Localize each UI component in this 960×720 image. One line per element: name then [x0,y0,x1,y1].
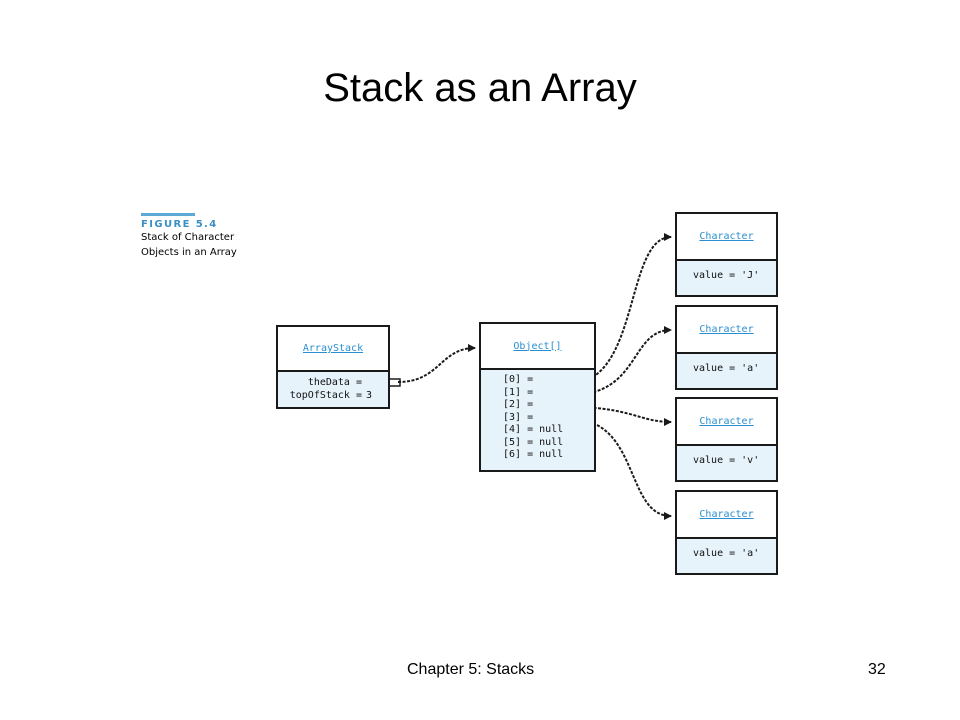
character-box-3: Character value = 'a' [675,490,778,575]
arrow-slot3-to-char3 [570,418,672,520]
page-number: 32 [868,661,886,678]
arraystack-class-name: ArrayStack [302,343,364,354]
array-row: [1] = [503,386,534,398]
array-row: [2] = [503,399,534,410]
figure-caption: FIGURE 5.4 Stack of Character Objects in… [141,213,291,260]
array-row: [4] = null [503,424,564,435]
array-row: [5] = null [503,436,564,448]
arrow-thedata-to-array [397,344,476,383]
character-box-2: Character value = 'v' [675,397,778,482]
object-array-rows: [0] = [1] = [2] = [3] = [4] = null [5] =… [481,370,594,462]
character-class-name: Character [699,416,754,427]
array-row: [6] = null [503,449,564,460]
arraystack-header: ArrayStack [278,327,388,372]
figure-rule [141,213,195,216]
slide-title: Stack as an Array [323,66,637,110]
character-value: value = 'a' [693,548,760,559]
character-class-name: Character [699,231,754,242]
arraystack-box: ArrayStack theData = topOfStack = 3 [276,325,390,409]
character-class-name: Character [699,324,754,335]
figure-label: FIGURE 5.4 [141,219,218,230]
object-array-box: Object[] [0] = [1] = [2] = [3] = [4] = n… [479,322,596,472]
figure-caption-line1: Stack of Character [141,232,235,243]
slide-footer: Chapter 5: Stacks [407,661,535,678]
array-row: [3] = [503,411,534,423]
arrow-slot2-to-char2 [570,406,672,426]
array-row: [0] = [503,374,534,385]
character-class-name: Character [699,509,754,520]
character-box-0: Character value = 'J' [675,212,778,297]
field-topofstack-value: 3 [366,390,373,401]
arraystack-fields: theData = topOfStack = 3 [278,372,388,402]
character-value: value = 'v' [693,455,760,466]
character-box-1: Character value = 'a' [675,305,778,390]
object-array-header: Object[] [481,324,594,370]
field-topofstack-label: topOfStack = [289,390,362,401]
object-array-class-name: Object[] [513,340,562,352]
character-value: value = 'a' [693,363,760,374]
field-thedata-label: theData = [307,377,362,388]
character-value: value = 'J' [693,270,760,281]
arrow-slot1-to-char1 [570,326,672,396]
figure-caption-line2: Objects in an Array [141,247,237,258]
